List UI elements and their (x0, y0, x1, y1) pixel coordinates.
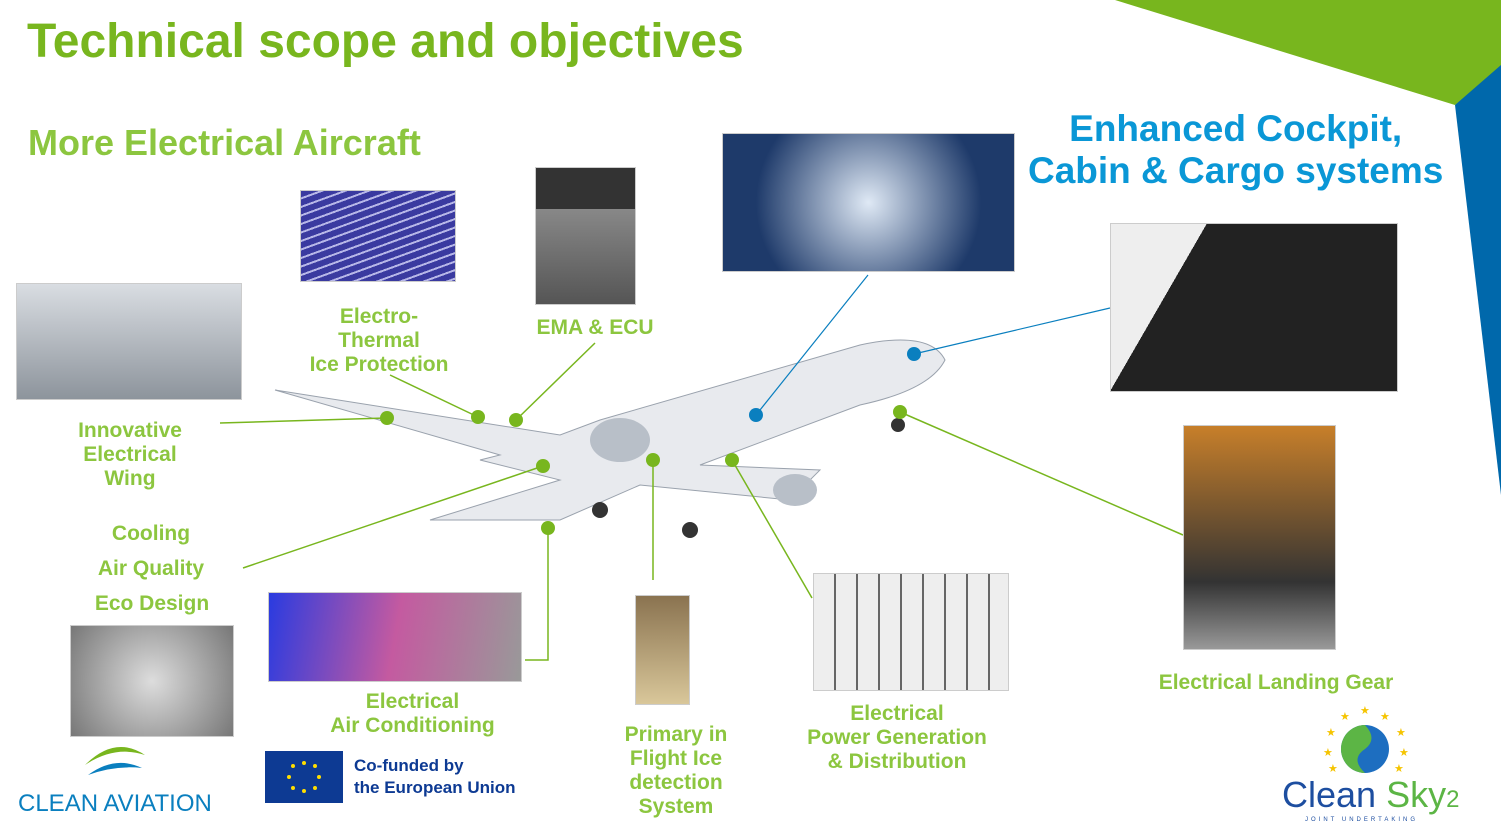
cabin-photo (722, 133, 1015, 272)
clean-sky-tagline: JOINT UNDERTAKING (1305, 817, 1419, 823)
svg-text:★: ★ (1396, 727, 1406, 739)
label-line: Electrical (850, 702, 944, 725)
air-conditioning-photo (268, 592, 522, 682)
label-landing-gear: Electrical Landing Gear (1158, 671, 1394, 694)
ema-photo (535, 167, 636, 305)
label-line: detection (629, 771, 723, 794)
label-line: Electrical (83, 443, 177, 466)
label-line: System (638, 795, 714, 818)
subtitle: More Electrical Aircraft (28, 122, 421, 163)
blue-connector-lines (755, 274, 1111, 416)
cockpit-heading-line: Enhanced Cockpit, (1069, 108, 1403, 149)
clean-sky-number: 2 (1446, 786, 1460, 813)
connector-lines (219, 342, 1184, 661)
svg-text:★: ★ (1340, 711, 1350, 723)
cockpit-heading: Enhanced Cockpit,Cabin & Cargo systems (1028, 108, 1443, 192)
clean-aviation-logo: CLEAN AVIATION (18, 790, 212, 817)
connector-dots (380, 405, 907, 535)
label-line: Power Generation (807, 726, 987, 749)
blue-corner (1455, 65, 1501, 495)
power-distribution-photo (813, 573, 1009, 691)
green-corner (1115, 0, 1501, 105)
blue-connector-dots (749, 347, 921, 422)
svg-text:★: ★ (1323, 747, 1333, 759)
svg-text:★: ★ (1380, 711, 1390, 723)
clean-sky-word: Sky (1386, 774, 1447, 815)
svg-text:★: ★ (1328, 763, 1338, 775)
svg-text:★: ★ (1394, 763, 1404, 775)
clean-sky-logo: Clean Sky2 (1282, 774, 1460, 815)
label-air-quality: Air Quality (97, 557, 205, 580)
svg-text:★: ★ (1326, 727, 1336, 739)
ice-protection-photo (300, 190, 456, 282)
cockpit-photo (1110, 223, 1398, 392)
svg-text:★: ★ (1360, 705, 1370, 717)
landing-gear-photo (1183, 425, 1336, 650)
label-eco-design: Eco Design (94, 592, 210, 615)
label-line: Innovative (78, 419, 182, 442)
label-line: Ice Protection (309, 353, 449, 376)
label-line: & Distribution (827, 750, 967, 773)
svg-text:★: ★ (1399, 747, 1409, 759)
label-line: Air Conditioning (330, 714, 495, 737)
eu-text-line: the European Union (354, 778, 516, 797)
page-title: Technical scope and objectives (27, 15, 744, 68)
label-line: Flight Ice (629, 747, 723, 770)
cockpit-heading-line: Cabin & Cargo systems (1028, 149, 1444, 191)
label-line: Electro- (339, 305, 419, 328)
eu-text-line: Co-funded by (354, 756, 464, 775)
ice-detection-photo (635, 595, 690, 705)
label-ema: EMA & ECU (536, 316, 654, 339)
clean-sky-emblem-icon: ★ ★ ★ ★ ★ ★ ★ ★ ★ (1323, 705, 1409, 775)
clean-aviation-swoosh-icon (85, 747, 145, 775)
label-cooling: Cooling (111, 522, 191, 545)
label-line: Primary in (624, 723, 728, 746)
wing-lab-photo (16, 283, 242, 400)
eu-flag (265, 751, 343, 803)
eu-cofunded-text: Co-funded by the European Union (354, 755, 516, 799)
label-line: Wing (104, 467, 156, 490)
label-line: Electrical (365, 690, 460, 713)
label-line: Thermal (338, 329, 420, 352)
cooling-photo (70, 625, 234, 737)
clean-sky-wordmark: Clean Sky (1282, 774, 1447, 815)
